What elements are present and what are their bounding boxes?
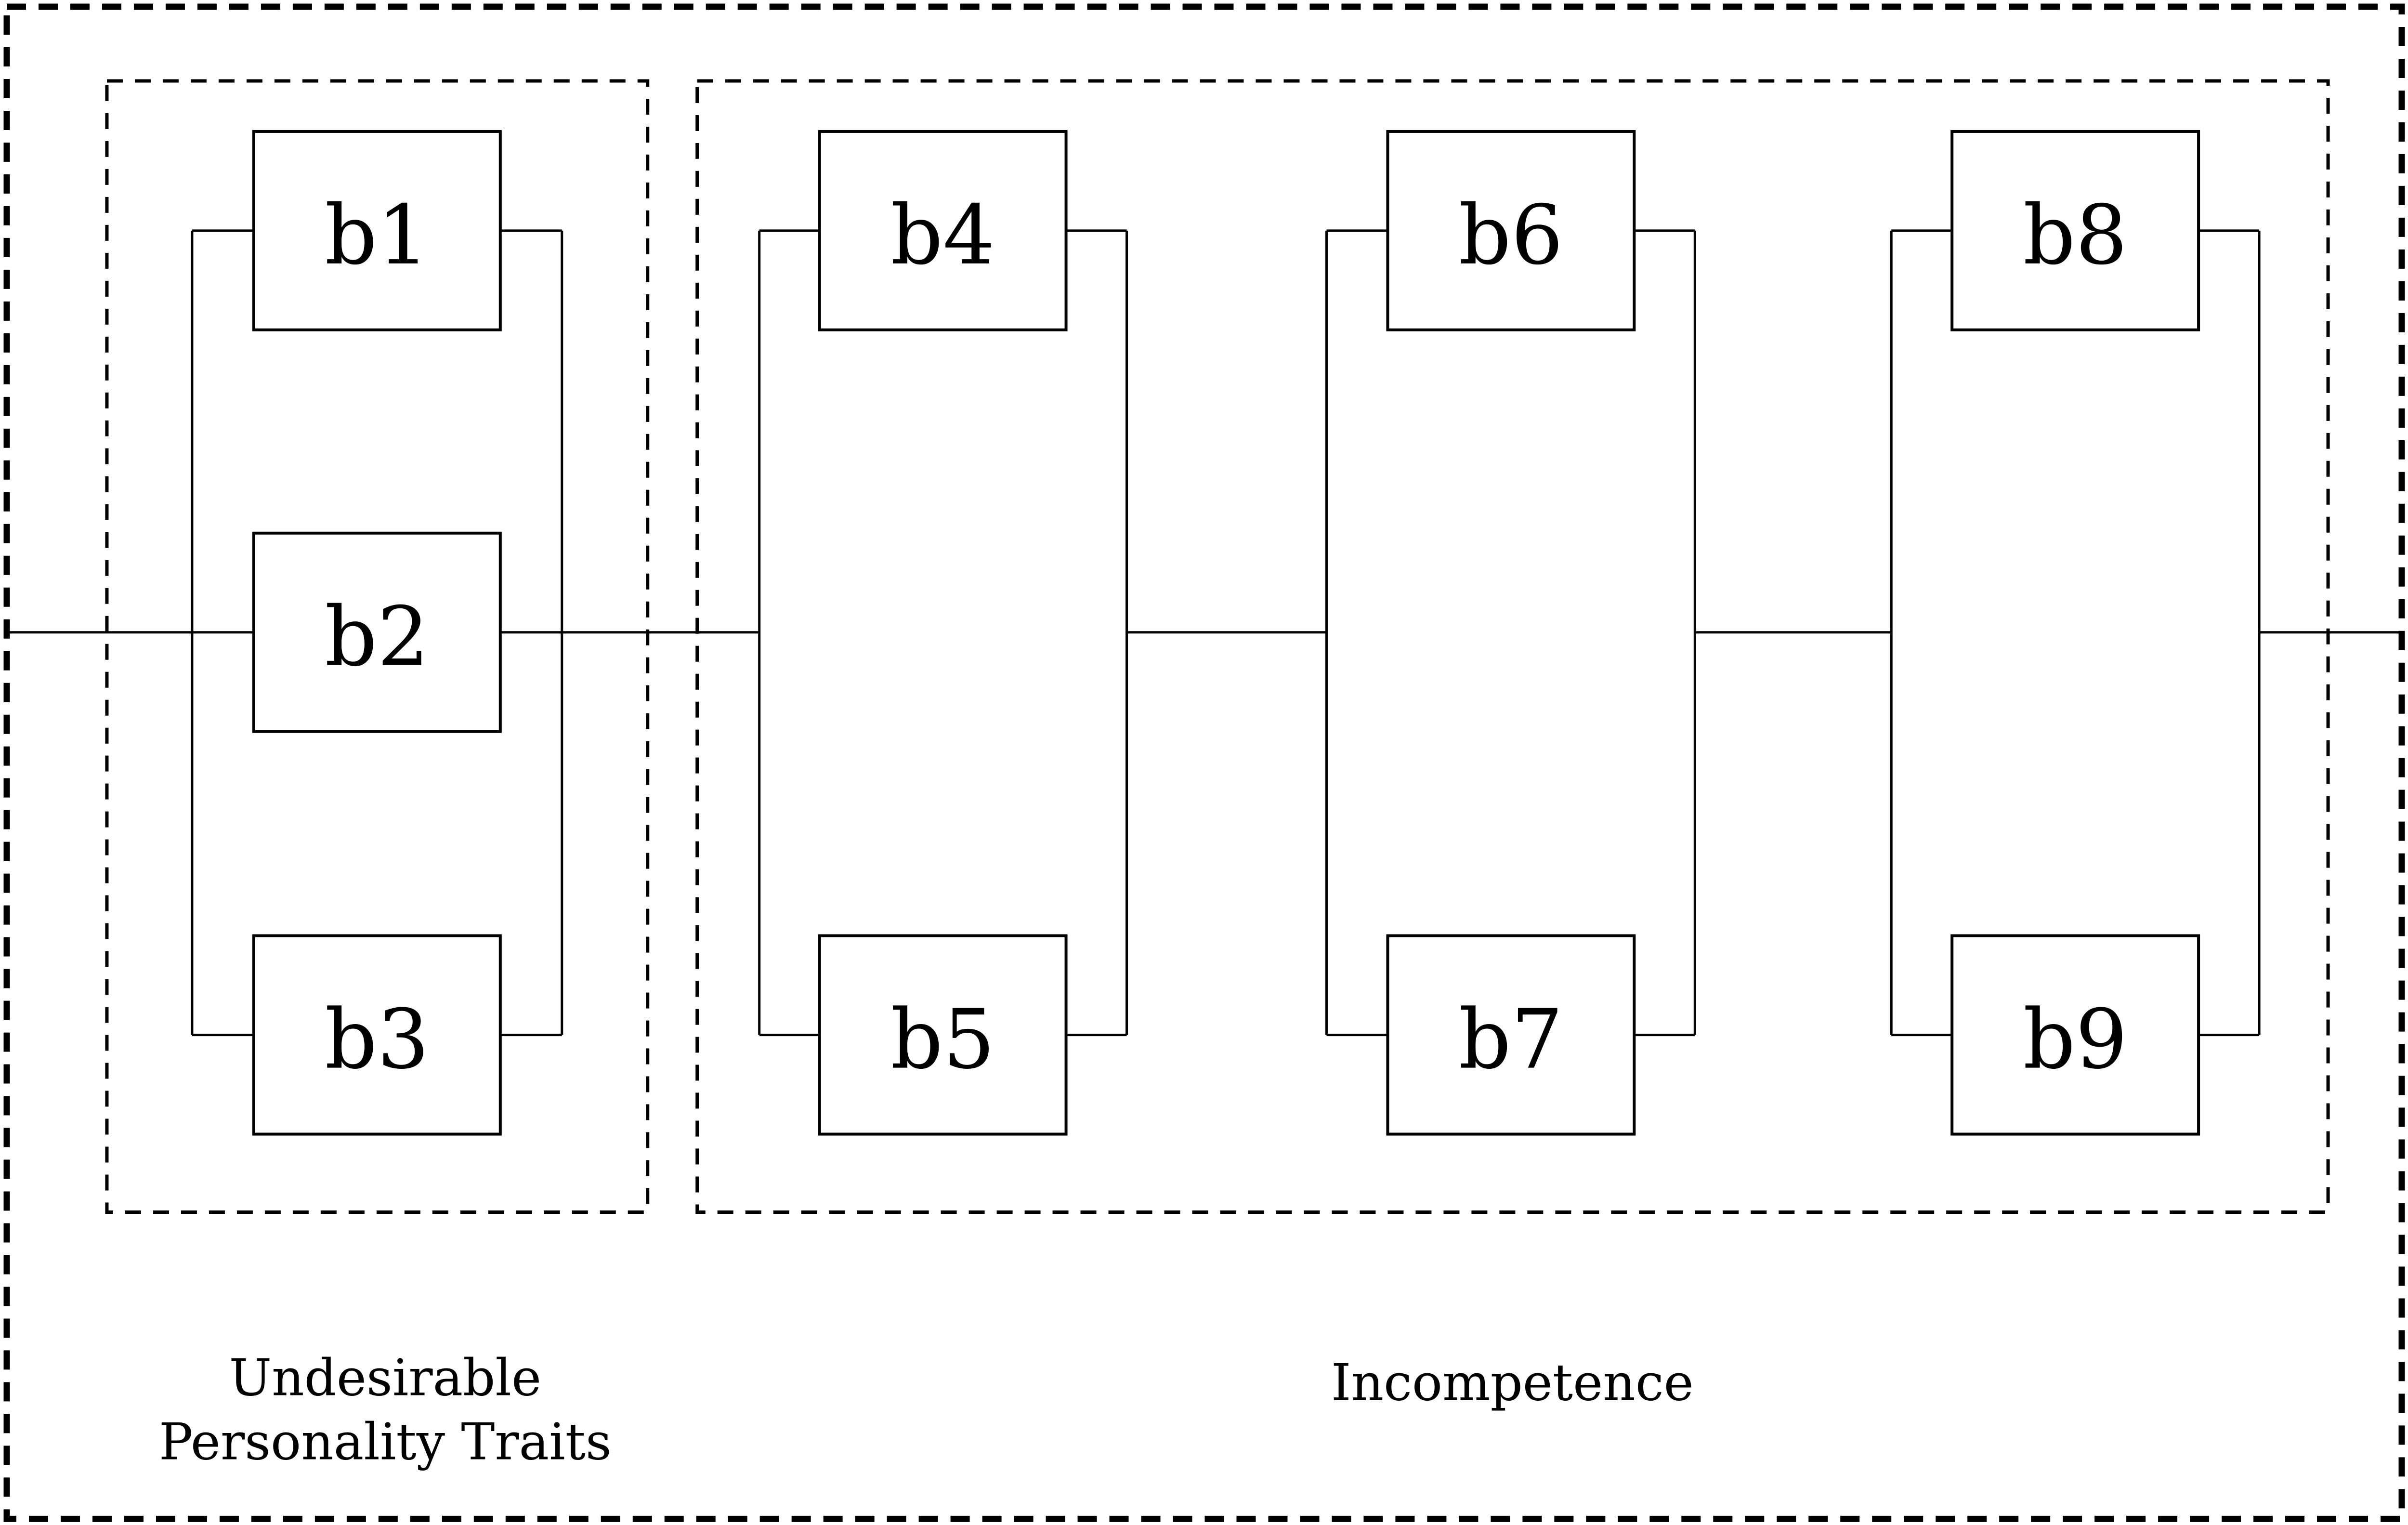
block-b2 [252, 531, 502, 733]
caption-undesirable-line2: Personality Traits [159, 1412, 612, 1471]
block-b6 [1386, 130, 1636, 331]
block-b2-label: b2 [325, 590, 429, 685]
block-b9 [1950, 934, 2200, 1136]
block-b7 [1386, 934, 1636, 1136]
block-b3 [252, 934, 502, 1136]
block-b1 [252, 130, 502, 331]
caption-incompetence: Incompetence [1331, 1353, 1694, 1412]
captions: Undesirable Personality Traits Incompete… [159, 1348, 1694, 1471]
block-b3-label: b3 [325, 992, 429, 1088]
block-b6-label: b6 [1459, 188, 1563, 283]
block-b5 [818, 934, 1068, 1136]
parallel-group-4-wiring [1890, 229, 2261, 1037]
block-b9-label: b9 [2023, 992, 2128, 1088]
outer-dashed-border [3, 3, 2405, 1522]
caption-undesirable-line1: Undesirable [229, 1348, 541, 1407]
block-b4 [818, 130, 1068, 331]
parallel-group-3-wiring [1325, 229, 1696, 1037]
block-b4-label: b4 [890, 188, 995, 283]
parallel-group-1-wiring [191, 229, 563, 1037]
block-b5-label: b5 [890, 992, 995, 1088]
group-box-undesirable-personality-traits [105, 79, 650, 1214]
group-box-incompetence [695, 79, 2330, 1214]
block-b1-label: b1 [325, 188, 429, 283]
block-b7-label: b7 [1459, 992, 1563, 1088]
parallel-group-2-wiring [758, 229, 1128, 1037]
blocks: b1 b2 b3 b4 b5 b6 b7 b8 b9 [252, 130, 2200, 1136]
block-b8 [1950, 130, 2200, 331]
block-b8-label: b8 [2023, 188, 2128, 283]
